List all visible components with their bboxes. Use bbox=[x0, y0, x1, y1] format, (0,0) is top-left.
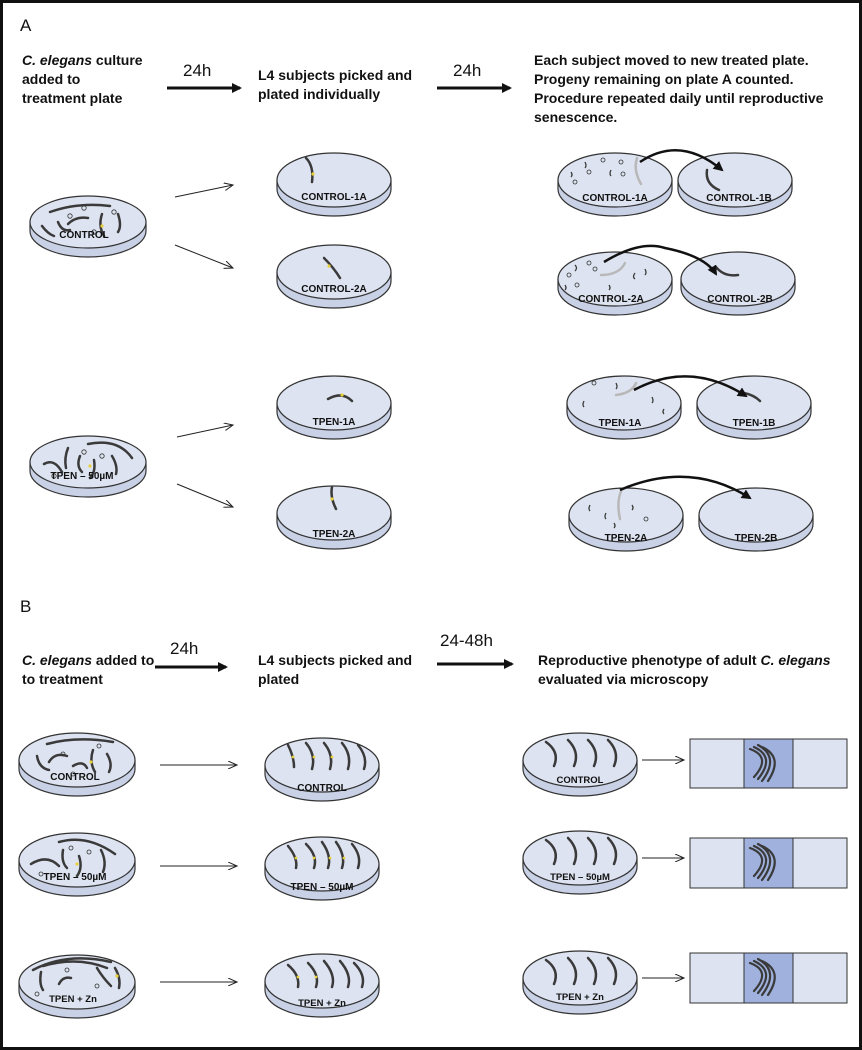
plate-label-a-tpen-1b: TPEN-1B bbox=[733, 418, 776, 429]
transfer-arrow-icon bbox=[633, 375, 748, 398]
worm-icon bbox=[322, 256, 342, 280]
plate-label-b-adult-tpen-zn: TPEN + Zn bbox=[556, 992, 604, 1003]
plate-label-a-picked-tpen-1a: TPEN-1A bbox=[313, 417, 356, 428]
plate-label-b-picked-tpen: TPEN – 50µM bbox=[290, 882, 353, 893]
plate-label-a-tpen-2a: TPEN-2A bbox=[605, 533, 648, 544]
plate-label-a-picked-tpen-2a: TPEN-2A bbox=[313, 529, 356, 540]
plate-label-a-control-2b: CONTROL-2B bbox=[707, 294, 773, 305]
petri-dish-icon: CONTROL bbox=[264, 737, 380, 802]
plate-label-b-picked-control: CONTROL bbox=[297, 783, 346, 794]
plate-label-b-source-tpen: TPEN – 50µM bbox=[43, 872, 106, 883]
panel-a-step3-line3: Procedure repeated daily until reproduct… bbox=[534, 90, 824, 106]
panel-a-letter: A bbox=[20, 16, 32, 35]
arrow-icon bbox=[174, 185, 233, 507]
panel-b-step3-line2: evaluated via microscopy bbox=[538, 671, 709, 687]
petri-dish-icon: TPEN-2A bbox=[276, 485, 392, 550]
panel-b-step1-line1: C. elegans added to bbox=[22, 652, 154, 668]
petri-dish-icon: TPEN – 50µM bbox=[522, 830, 638, 895]
worm-icon bbox=[31, 957, 121, 992]
plate-label-a-picked-control-1a: CONTROL-1A bbox=[301, 192, 367, 203]
petri-dish-icon: CONTROL-2A bbox=[276, 244, 392, 309]
panel-b-step3-line1: Reproductive phenotype of adult C. elega… bbox=[538, 652, 831, 668]
petri-dish-icon: CONTROL-1A bbox=[557, 152, 673, 217]
petri-dish-icon: TPEN + Zn bbox=[522, 950, 638, 1015]
petri-dish-icon: TPEN + Zn bbox=[18, 954, 136, 1019]
panel-a-step1-line2: added to bbox=[22, 71, 80, 87]
panel-b-step1-line2: to treatment bbox=[22, 671, 103, 687]
panel-a-step3-line2: Progeny remaining on plate A counted. bbox=[534, 71, 794, 87]
plate-label-b-adult-control: CONTROL bbox=[557, 775, 604, 786]
microscope-slide-icon bbox=[689, 738, 848, 789]
petri-dish-icon: CONTROL bbox=[29, 195, 147, 258]
panel-b-step2-line1: L4 subjects picked and bbox=[258, 652, 412, 668]
petri-dish-icon: TPEN + Zn bbox=[264, 953, 380, 1018]
petri-dish-icon: TPEN-1A bbox=[276, 375, 392, 440]
plate-label-a-source-control: CONTROL bbox=[59, 230, 108, 241]
petri-dish-icon: CONTROL-1A bbox=[276, 152, 392, 217]
petri-dish-icon: TPEN-1A bbox=[566, 375, 682, 440]
microscope-slide-icon bbox=[689, 952, 848, 1004]
transfer-arrow-icon bbox=[639, 149, 724, 172]
worm-icon bbox=[286, 741, 367, 771]
worm-icon bbox=[35, 738, 115, 774]
petri-dish-icon: CONTROL-2B bbox=[680, 251, 796, 316]
petri-dish-icon: CONTROL bbox=[18, 732, 136, 797]
petri-dish-icon: TPEN-1B bbox=[696, 375, 812, 440]
plate-label-b-source-control: CONTROL bbox=[50, 772, 99, 783]
petri-dish-icon: CONTROL-2A bbox=[557, 251, 673, 316]
worm-icon bbox=[29, 838, 117, 878]
plate-label-b-picked-tpen-zn: TPEN + Zn bbox=[298, 998, 346, 1009]
worm-icon bbox=[544, 738, 618, 768]
plate-label-a-control-1b: CONTROL-1B bbox=[706, 193, 772, 204]
petri-dish-icon: TPEN-2A bbox=[568, 487, 684, 552]
petri-dish-icon: TPEN – 50µM bbox=[18, 832, 136, 897]
petri-dish-icon: CONTROL-1B bbox=[677, 152, 793, 217]
plate-label-a-tpen-1a: TPEN-1A bbox=[599, 418, 642, 429]
plate-label-a-control-2a: CONTROL-2A bbox=[578, 294, 644, 305]
panel-a-time1: 24h bbox=[183, 61, 211, 80]
panel-a-step2-line1: L4 subjects picked and bbox=[258, 67, 412, 83]
panel-a-step2-line2: plated individually bbox=[258, 86, 380, 102]
plate-label-a-tpen-2b: TPEN-2B bbox=[735, 533, 778, 544]
worm-icon bbox=[42, 441, 134, 480]
microscope-slide-icon bbox=[689, 837, 848, 889]
worm-icon bbox=[304, 156, 314, 184]
panel-a-step3-line1: Each subject moved to new treated plate. bbox=[534, 52, 809, 68]
plate-label-b-source-tpen-zn: TPEN + Zn bbox=[49, 994, 97, 1005]
petri-dish-icon: CONTROL bbox=[522, 732, 638, 797]
panel-b-time2: 24-48h bbox=[440, 631, 493, 650]
panel-b-step2-line2: plated bbox=[258, 671, 299, 687]
plate-label-a-control-1a: CONTROL-1A bbox=[582, 193, 648, 204]
worm-icon bbox=[544, 956, 618, 986]
worm-icon bbox=[286, 959, 365, 989]
panel-b-time1: 24h bbox=[170, 639, 198, 658]
petri-dish-icon: TPEN-2B bbox=[698, 487, 814, 552]
plate-label-b-adult-tpen: TPEN – 50µM bbox=[550, 872, 610, 883]
panel-b-letter: B bbox=[20, 597, 31, 616]
worm-icon bbox=[705, 168, 721, 192]
panel-a-time2: 24h bbox=[453, 61, 481, 80]
worm-icon bbox=[544, 836, 618, 866]
transfer-arrow-icon bbox=[619, 475, 752, 500]
worm-icon bbox=[714, 265, 740, 277]
panel-a-step3-line4: senescence. bbox=[534, 109, 617, 125]
petri-dish-icon: TPEN – 50µM bbox=[29, 435, 147, 498]
petri-dish-icon: TPEN – 50µM bbox=[264, 836, 380, 901]
transfer-arrow-icon bbox=[603, 244, 718, 276]
plate-label-a-source-tpen: TPEN – 50µM bbox=[50, 471, 113, 482]
panel-a-step1-line1: C. elegans culture bbox=[22, 52, 143, 68]
panel-a-step1-line3: treatment plate bbox=[22, 90, 123, 106]
plate-label-a-picked-control-2a: CONTROL-2A bbox=[301, 284, 367, 295]
